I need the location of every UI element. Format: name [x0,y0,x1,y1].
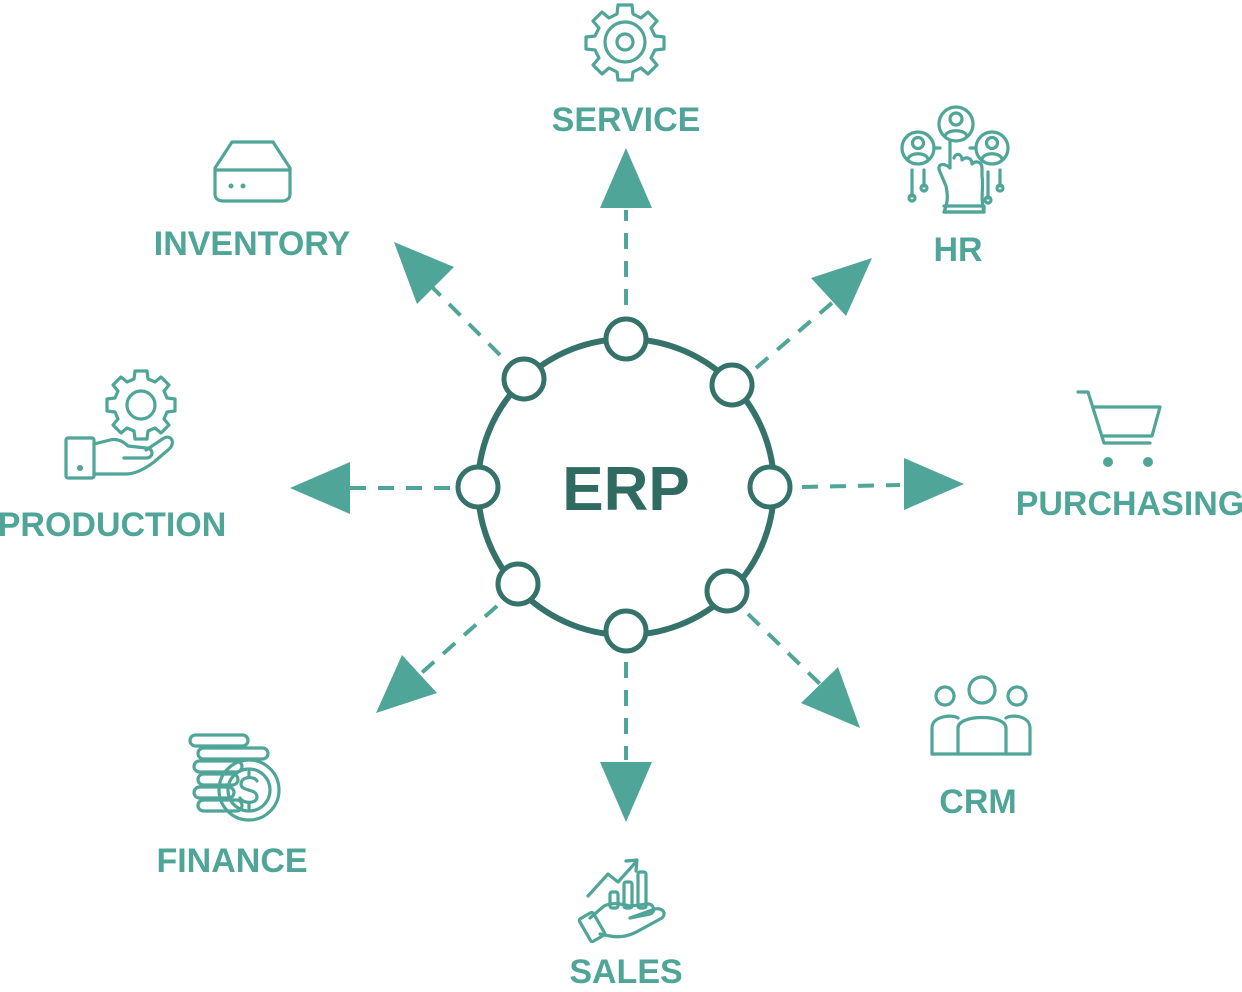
arrow-head-crm [801,667,860,728]
module-purchasing: PURCHASING [1016,390,1242,523]
inventory-label: INVENTORY [154,225,351,263]
hub-node-bottom-left [495,561,541,607]
people-network-icon [900,105,1010,214]
hub-node-bottom-right [704,568,750,614]
hub-node-right [747,464,793,510]
connector-hr [754,300,835,370]
arrow-head-hr [811,258,872,316]
arrow-head-finance [376,655,437,713]
arrow-heads [290,148,964,822]
module-sales: SALES [569,858,683,991]
coins-dollar-icon [188,733,281,822]
module-inventory: INVENTORY [154,140,351,263]
service-label: SERVICE [552,101,701,139]
arrow-head-sales [600,762,652,822]
center-label: ERP [562,455,689,524]
erp-hub: ERP [455,316,793,654]
arrow-head-service [600,148,652,208]
module-crm: CRM [930,675,1032,821]
module-hr: HR [900,105,1010,269]
connector-inventory [428,283,502,357]
growth-chart-hand-icon [577,858,666,944]
crm-label: CRM [939,783,1016,821]
sales-label: SALES [569,953,682,991]
module-production: PRODUCTION [0,369,226,544]
arrow-head-inventory [394,242,454,304]
module-service: SERVICE [552,3,701,139]
module-finance: FINANCE [156,733,308,880]
connectors [350,210,901,760]
connector-crm [746,612,822,686]
gear-icon [584,3,666,82]
storage-box-icon [213,140,292,203]
arrow-head-production [290,462,350,514]
connector-finance [416,604,499,678]
hub-node-top-right [709,362,755,408]
shopping-cart-icon [1076,390,1162,467]
finance-label: FINANCE [156,842,307,880]
group-icon [930,675,1032,756]
arrow-head-purchasing [904,458,964,510]
connector-purchasing [801,483,901,489]
hub-node-top-left [501,356,547,402]
hub-node-left [455,464,501,510]
hub-node-top [603,316,649,362]
gear-hand-icon [64,369,177,480]
hr-label: HR [933,231,982,269]
production-label: PRODUCTION [0,506,226,544]
hub-node-bottom [603,608,649,654]
purchasing-label: PURCHASING [1016,485,1242,523]
